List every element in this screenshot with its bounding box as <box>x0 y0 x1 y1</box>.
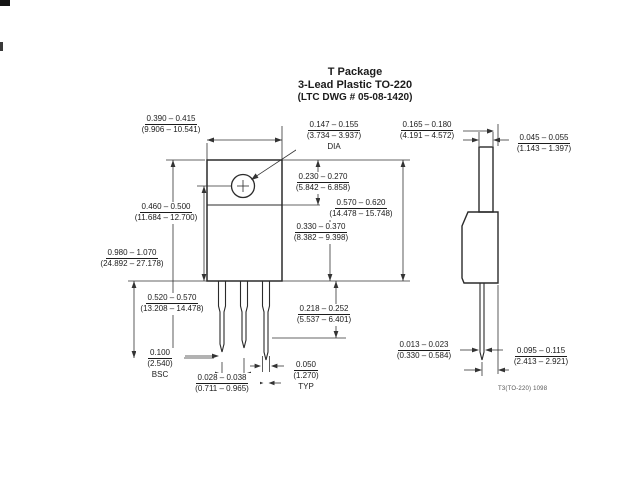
scan-artifact <box>0 42 3 51</box>
lead-left <box>217 280 227 353</box>
dim-lead-length: 0.520 – 0.570 (13.208 – 14.478) <box>138 293 206 315</box>
dim-inch-value: 0.390 – 0.415 <box>144 114 198 126</box>
dim-mm-value: (0.330 – 0.584) <box>396 351 452 361</box>
front-view-linework <box>206 159 283 361</box>
dim-mm-value: (8.382 – 9.398) <box>293 233 349 243</box>
dim-mm-value: (5.537 – 6.401) <box>296 315 352 325</box>
package-title: T Package <box>327 66 383 78</box>
lead-right <box>261 280 271 361</box>
dim-note: TYP <box>298 381 314 391</box>
dim-mm-value: (4.191 – 4.572) <box>399 131 455 141</box>
lead-middle <box>239 280 249 349</box>
dim-inch-value: 0.165 – 0.180 <box>400 120 454 132</box>
tab-side-outline <box>478 146 494 213</box>
dim-inch-value: 0.230 – 0.270 <box>296 172 350 184</box>
dim-mm-value: (13.208 – 14.478) <box>140 304 204 314</box>
drawing-code: T3(TO-220) 1098 <box>498 386 548 392</box>
dim-inch-value: 0.520 – 0.570 <box>145 293 199 305</box>
package-front-outline <box>206 159 283 282</box>
dim-tab-thickness: 0.045 – 0.055 (1.143 – 1.397) <box>509 133 579 155</box>
dim-mm-value: (2.540) <box>147 359 173 369</box>
dim-mm-value: (0.711 – 0.965) <box>195 384 249 394</box>
dim-mm-value: (5.842 – 6.858) <box>295 183 351 193</box>
dim-lead-pitch: 0.100 (2.540) BSC <box>136 348 184 381</box>
dim-inch-value: 0.013 – 0.023 <box>397 340 451 352</box>
dim-shoulder-length: 0.218 – 0.252 (5.537 – 6.401) <box>288 304 360 326</box>
dim-inch-value: 0.147 – 0.155 <box>307 120 361 132</box>
dim-body-depth: 0.165 – 0.180 (4.191 – 4.572) <box>391 120 463 142</box>
dim-mm-value: (2.413 – 2.921) <box>513 357 569 367</box>
dim-inch-value: 0.570 – 0.620 <box>334 198 388 210</box>
dim-mm-value: (14.478 – 15.748) <box>329 209 393 219</box>
dim-note: BSC <box>151 369 169 379</box>
dim-lead-tip: 0.050 (1.270) TYP <box>286 360 326 393</box>
dim-mm-value: (24.892 – 27.178) <box>100 259 164 269</box>
side-view-linework <box>461 146 499 361</box>
dim-inch-value: 0.028 – 0.038 <box>195 373 249 385</box>
dim-overall-length: 0.980 – 1.070 (24.892 – 27.178) <box>94 248 170 270</box>
dim-inch-value: 0.095 – 0.115 <box>514 346 568 358</box>
package-subtitle: 3-Lead Plastic TO-220 <box>297 79 413 92</box>
title-block: T Package 3-Lead Plastic TO-220 (LTC DWG… <box>240 66 470 104</box>
dim-inch-value: 0.218 – 0.252 <box>297 304 351 316</box>
dim-lead-thickness: 0.013 – 0.023 (0.330 – 0.584) <box>390 340 458 362</box>
dim-lead-to-back: 0.095 – 0.115 (2.413 – 2.921) <box>506 346 576 368</box>
lead-side <box>479 282 485 361</box>
dim-inch-value: 0.045 – 0.055 <box>517 133 571 145</box>
dim-hole-to-bottom: 0.460 – 0.500 (11.684 – 12.700) <box>133 202 199 224</box>
dim-mm-value: (1.143 – 1.397) <box>516 144 572 154</box>
dim-hole-dia: 0.147 – 0.155 (3.734 – 3.937) DIA <box>296 120 372 153</box>
drawing-number: (LTC DWG # 05-08-1420) <box>297 92 413 104</box>
dim-inch-value: 0.330 – 0.370 <box>294 222 348 234</box>
body-side-outline <box>461 211 499 284</box>
dim-note: DIA <box>327 141 341 151</box>
dim-tab-height: 0.230 – 0.270 (5.842 – 6.858) <box>288 172 358 194</box>
dimension-lines <box>128 124 509 384</box>
mounting-hole <box>230 173 256 199</box>
scan-artifact <box>0 0 10 6</box>
dim-inch-value: 0.460 – 0.500 <box>139 202 193 214</box>
dim-mm-value: (11.684 – 12.700) <box>134 213 198 223</box>
dim-inch-value: 0.980 – 1.070 <box>105 248 159 260</box>
dim-mm-value: (9.906 – 10.541) <box>141 125 201 135</box>
dim-body-height: 0.330 – 0.370 (8.382 – 9.398) <box>285 222 357 244</box>
dim-lead-width: 0.028 – 0.038 (0.711 – 0.965) <box>184 373 260 395</box>
dim-inch-value: 0.050 <box>293 360 319 372</box>
dim-inch-value: 0.100 <box>147 348 173 360</box>
dim-total-height: 0.570 – 0.620 (14.478 – 15.748) <box>320 198 402 220</box>
dim-front-width: 0.390 – 0.415 (9.906 – 10.541) <box>131 114 211 136</box>
dim-mm-value: (3.734 – 3.937) <box>306 131 362 141</box>
dim-mm-value: (1.270) <box>293 371 319 381</box>
